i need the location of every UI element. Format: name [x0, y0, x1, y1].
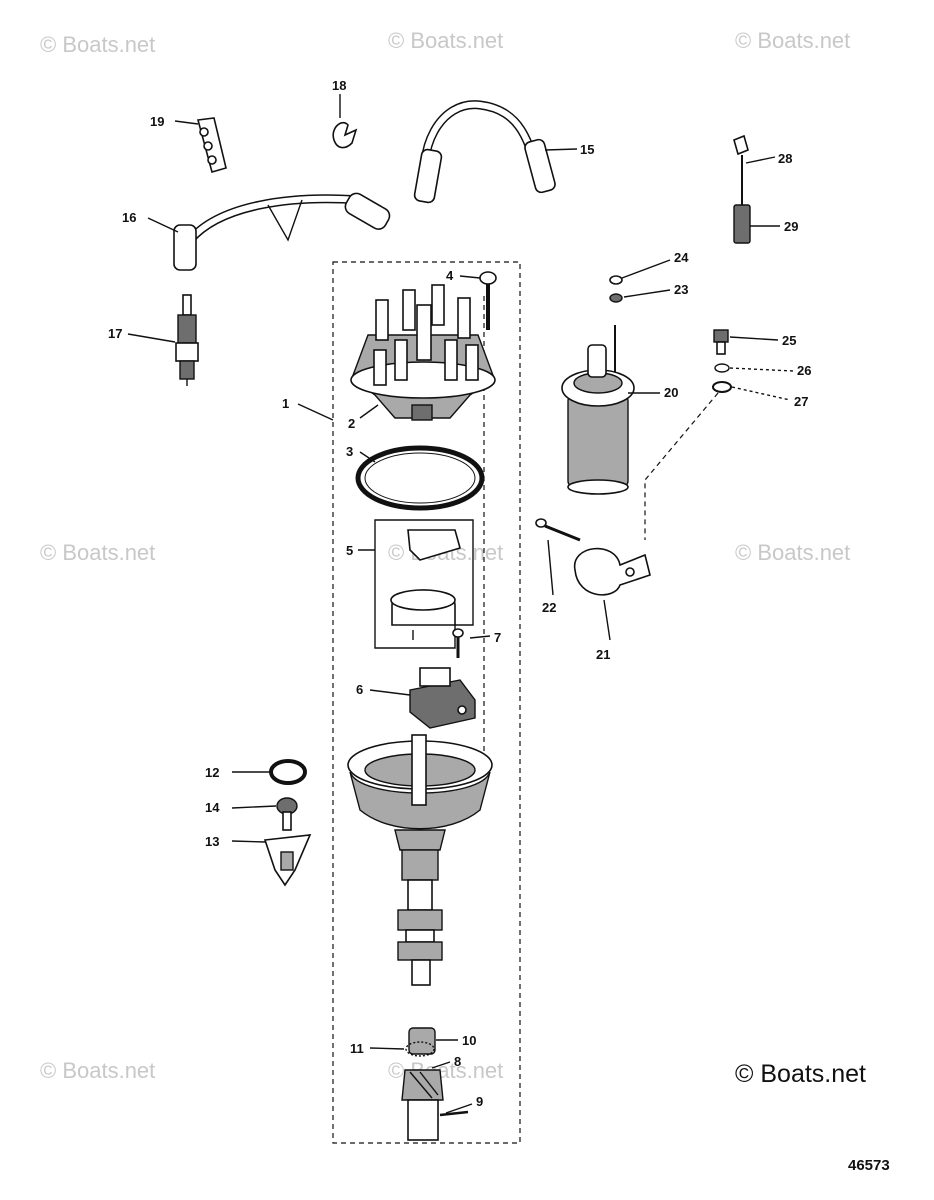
part-24-nut [609, 275, 623, 285]
callout-24: 24 [674, 250, 689, 265]
callout-16: 16 [122, 210, 136, 225]
part-21-coil-bracket [574, 547, 651, 596]
part-15-coil-wire [413, 100, 556, 204]
callout-12: 12 [205, 765, 219, 780]
callout-3: 3 [346, 444, 353, 459]
callout-28: 28 [778, 151, 792, 166]
watermark-layer: © Boats.net © Boats.net © Boats.net © Bo… [40, 28, 850, 1083]
part-14-bolt [276, 797, 298, 831]
part-20-ignition-coil [561, 325, 635, 495]
part-16-spark-plug-wire [173, 192, 391, 271]
callout-6: 6 [356, 682, 363, 697]
watermark-middle-left: © Boats.net [40, 540, 155, 565]
watermark-top-right: © Boats.net [735, 28, 850, 53]
callout-21: 21 [596, 647, 610, 662]
part-3-o-ring [355, 445, 485, 511]
watermark-top-left: © Boats.net [40, 32, 155, 57]
part-29-connector [733, 204, 751, 244]
callout-5: 5 [346, 543, 353, 558]
watermark-middle-right: © Boats.net [735, 540, 850, 565]
distributor-housing [347, 734, 493, 986]
callout-8: 8 [454, 1054, 461, 1069]
watermark-bottom-left: © Boats.net [40, 1058, 155, 1083]
callout-10: 10 [462, 1033, 476, 1048]
callout-17: 17 [108, 326, 122, 341]
watermark-top-middle: © Boats.net [388, 28, 503, 53]
callout-19: 19 [150, 114, 164, 129]
part-22-bolt [535, 518, 581, 542]
callout-4: 4 [446, 268, 454, 283]
part-19-wire-separator [196, 117, 227, 173]
callout-leaders [127, 94, 794, 1114]
part-28-ground-wire [733, 134, 749, 205]
part-17-spark-plug [175, 294, 199, 386]
callout-18: 18 [332, 78, 346, 93]
callout-27: 27 [794, 394, 808, 409]
callout-22: 22 [542, 600, 556, 615]
part-23-lock-washer [609, 293, 623, 303]
callout-9: 9 [476, 1094, 483, 1109]
part-25-screw [713, 329, 729, 355]
part-8-drive-gear [401, 1069, 444, 1141]
part-5-rotor-kit [374, 519, 474, 649]
part-26-lock-washer [714, 363, 730, 373]
part-10-bushing [408, 1027, 436, 1055]
callout-1: 1 [282, 396, 289, 411]
callout-7: 7 [494, 630, 501, 645]
part-7-screw [452, 628, 464, 658]
callout-14: 14 [205, 800, 220, 815]
copyright-mark: © Boats.net [735, 1060, 866, 1088]
part-27-flat-washer [712, 381, 732, 393]
callout-13: 13 [205, 834, 219, 849]
callout-26: 26 [797, 363, 811, 378]
callout-23: 23 [674, 282, 688, 297]
diagram-number: 46573 [848, 1157, 890, 1174]
part-18-wire-clip [332, 121, 358, 149]
part-11-washer [405, 1041, 435, 1057]
part-13-hold-down-clamp [263, 834, 312, 887]
callout-20: 20 [664, 385, 678, 400]
callout-2: 2 [348, 416, 355, 431]
distributor-assembly-frame [332, 261, 521, 1144]
coil-bracket-leader [644, 392, 719, 540]
part-6-ignition-module [409, 667, 476, 729]
callout-15: 15 [580, 142, 594, 157]
part-2-distributor-cap [350, 284, 496, 421]
callout-25: 25 [782, 333, 796, 348]
part-9-roll-pin [439, 1110, 469, 1117]
callout-11: 11 [350, 1041, 364, 1056]
part-4-cap-screw [479, 271, 497, 330]
callout-29: 29 [784, 219, 798, 234]
part-12-gasket [269, 759, 307, 785]
callout-labels: 1 2 3 4 5 6 7 8 9 10 11 12 14 13 15 16 1… [108, 78, 811, 1109]
